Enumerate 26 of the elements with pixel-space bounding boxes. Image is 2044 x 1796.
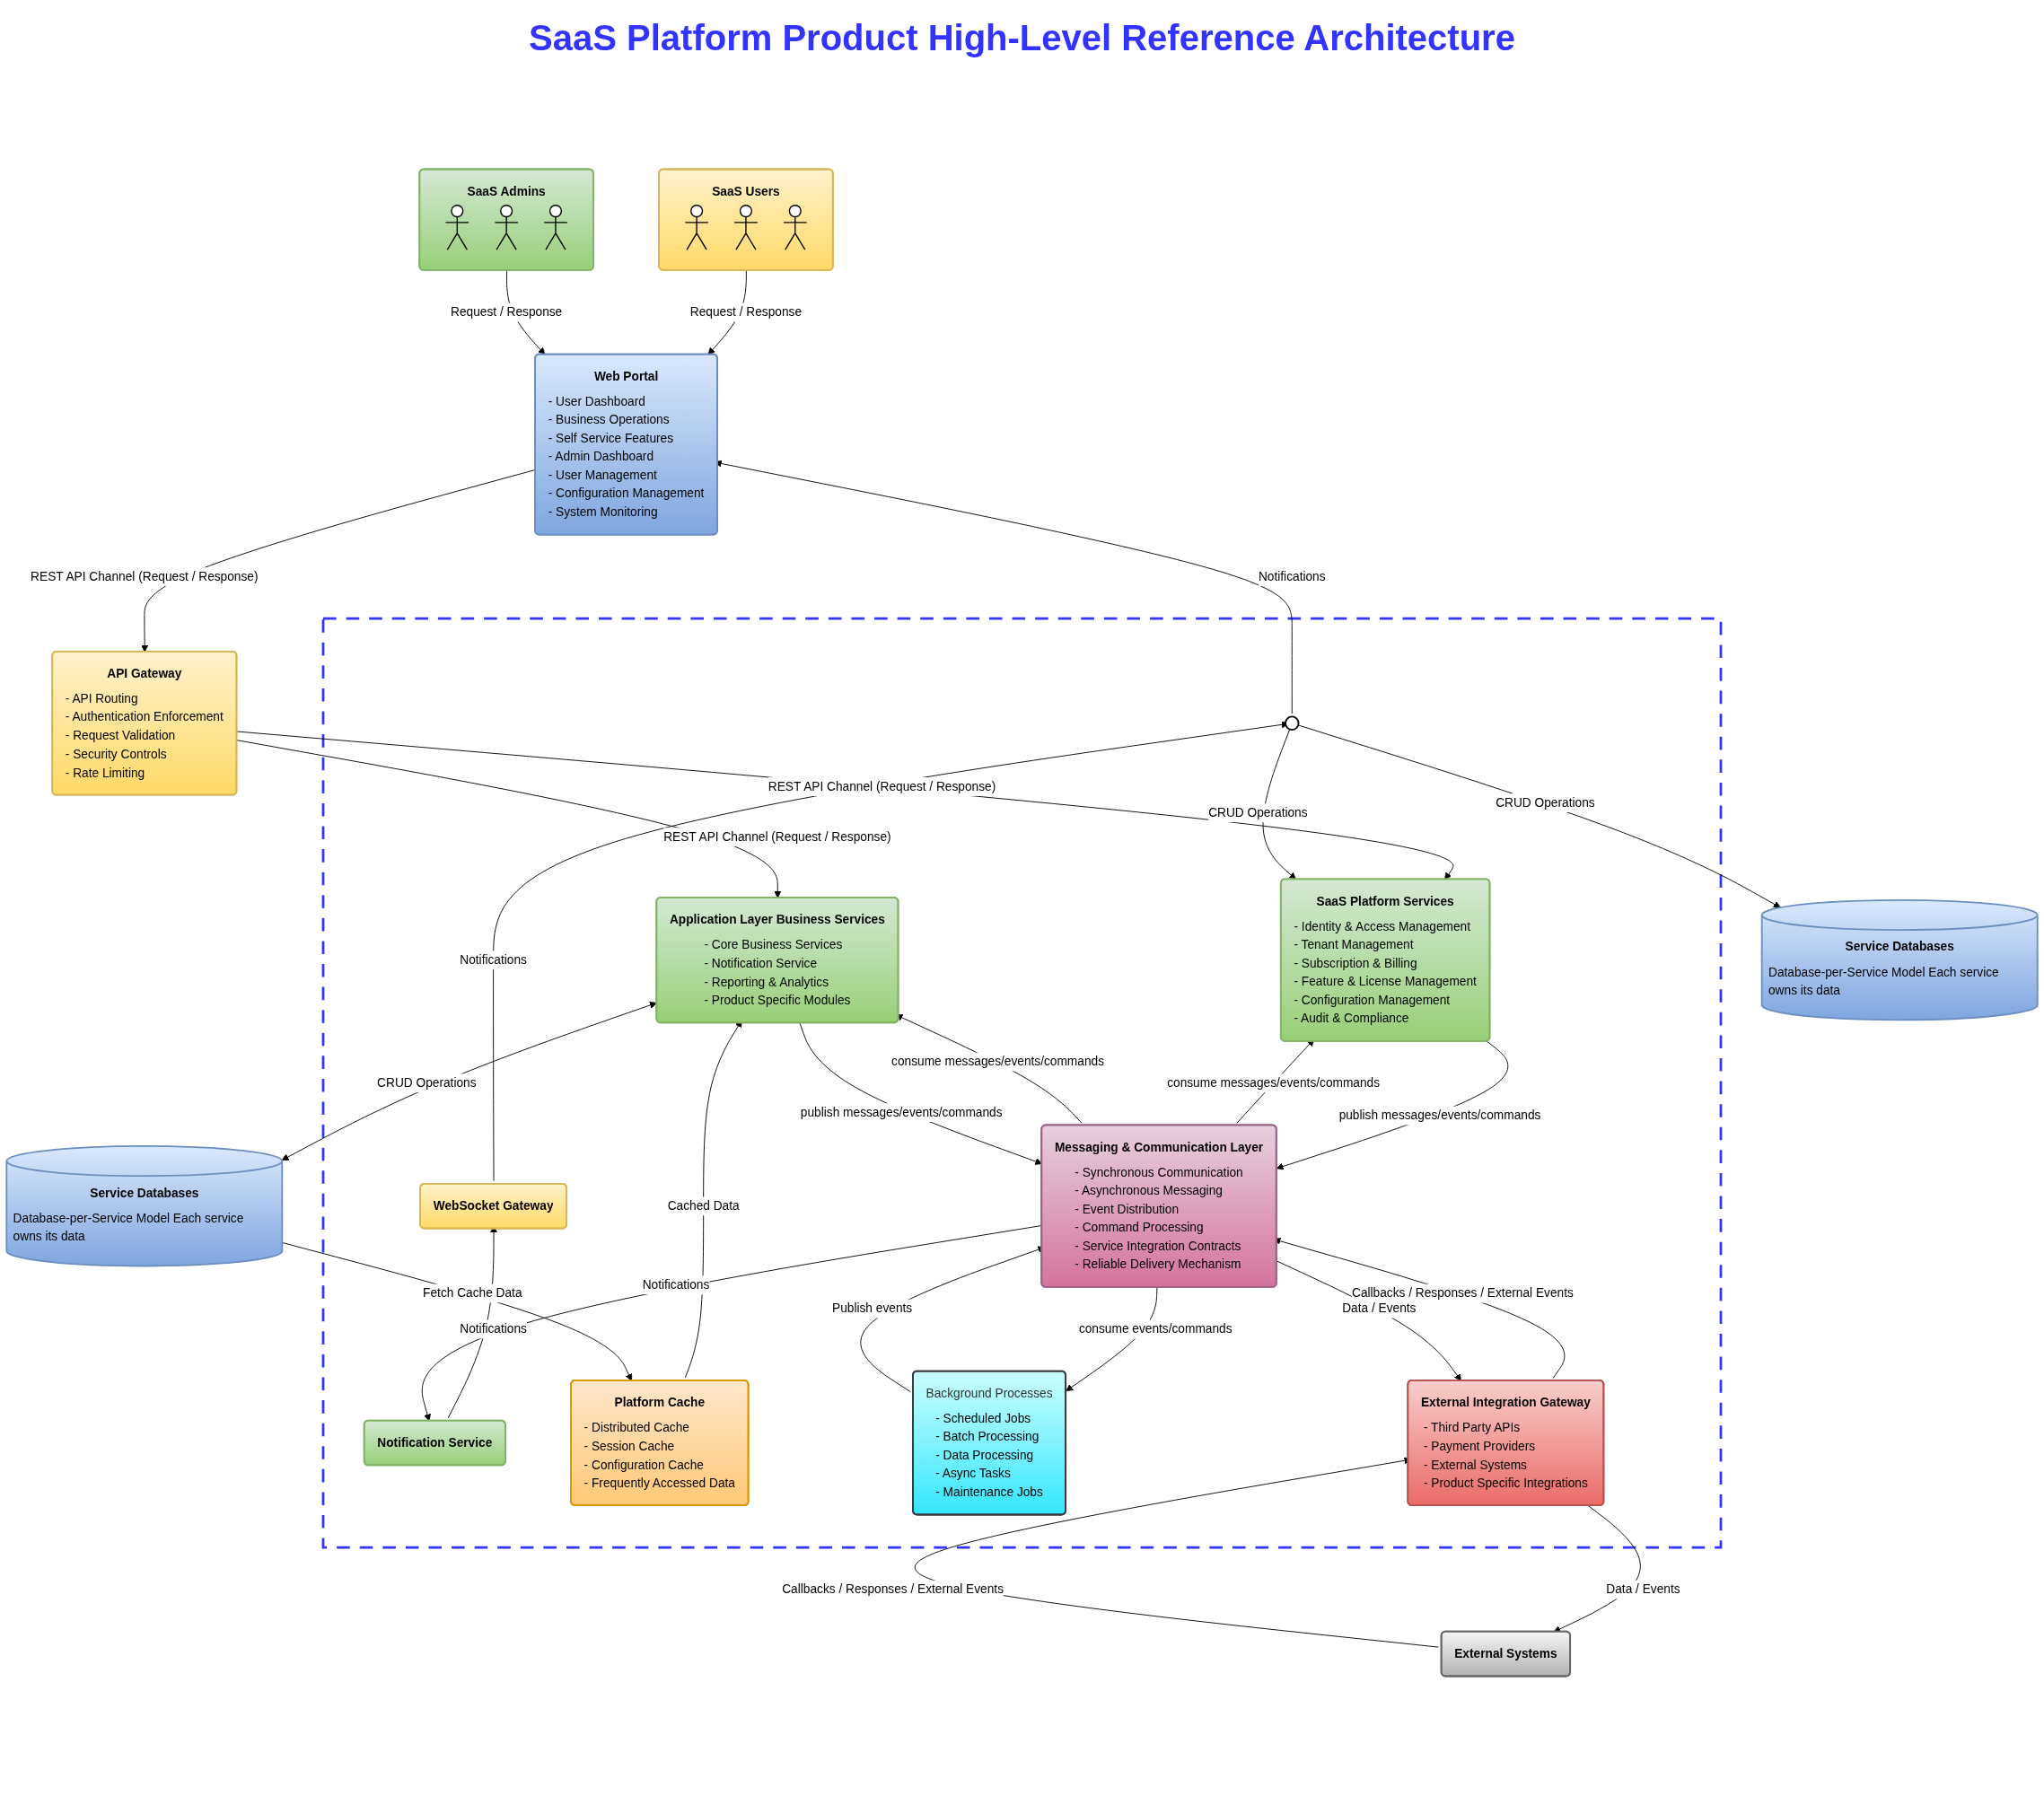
edge-label: CRUD Operations: [1496, 794, 1595, 810]
node-circle: [1285, 715, 1300, 731]
edge-label: publish messages/events/commands: [800, 1105, 1003, 1119]
edge-label: Cached Data: [667, 1198, 740, 1213]
edge-label: REST API Channel (Request / Response): [31, 568, 259, 583]
edge-label: publish messages/events/commands: [1338, 1108, 1541, 1122]
edge-label: Callbacks / Responses / External Events: [782, 1581, 1004, 1596]
edge-label: Notifications: [642, 1277, 710, 1292]
edge-label: Notifications: [460, 1321, 527, 1336]
edge-label: Request / Response: [689, 304, 803, 319]
edge-label: Publish events: [832, 1301, 913, 1315]
diagram-title: SaaS Platform Product High-Level Reference Architecture: [529, 18, 1515, 58]
edge-label: consume messages/events/commands: [1167, 1075, 1381, 1090]
edge-label: CRUD Operations: [1208, 805, 1308, 819]
edge-label: Callbacks / Responses / External Events: [1352, 1285, 1574, 1300]
edge-label: Data / Events: [1606, 1581, 1680, 1596]
edge-label: Notifications: [1258, 568, 1326, 583]
edge-label: Fetch Cache Data: [423, 1285, 522, 1300]
edge-label: consume messages/events/commands: [891, 1054, 1105, 1068]
edge-label: Request / Response: [451, 304, 563, 319]
edge-label: REST API Channel (Request / Response): [663, 829, 891, 844]
edge-label: REST API Channel (Request / Response): [768, 778, 996, 793]
edge-label: Data / Events: [1342, 1301, 1417, 1315]
edge-label: Notifications: [460, 952, 527, 967]
edge-label: CRUD Operations: [377, 1075, 477, 1090]
edge-label: consume events/commands: [1078, 1321, 1233, 1336]
